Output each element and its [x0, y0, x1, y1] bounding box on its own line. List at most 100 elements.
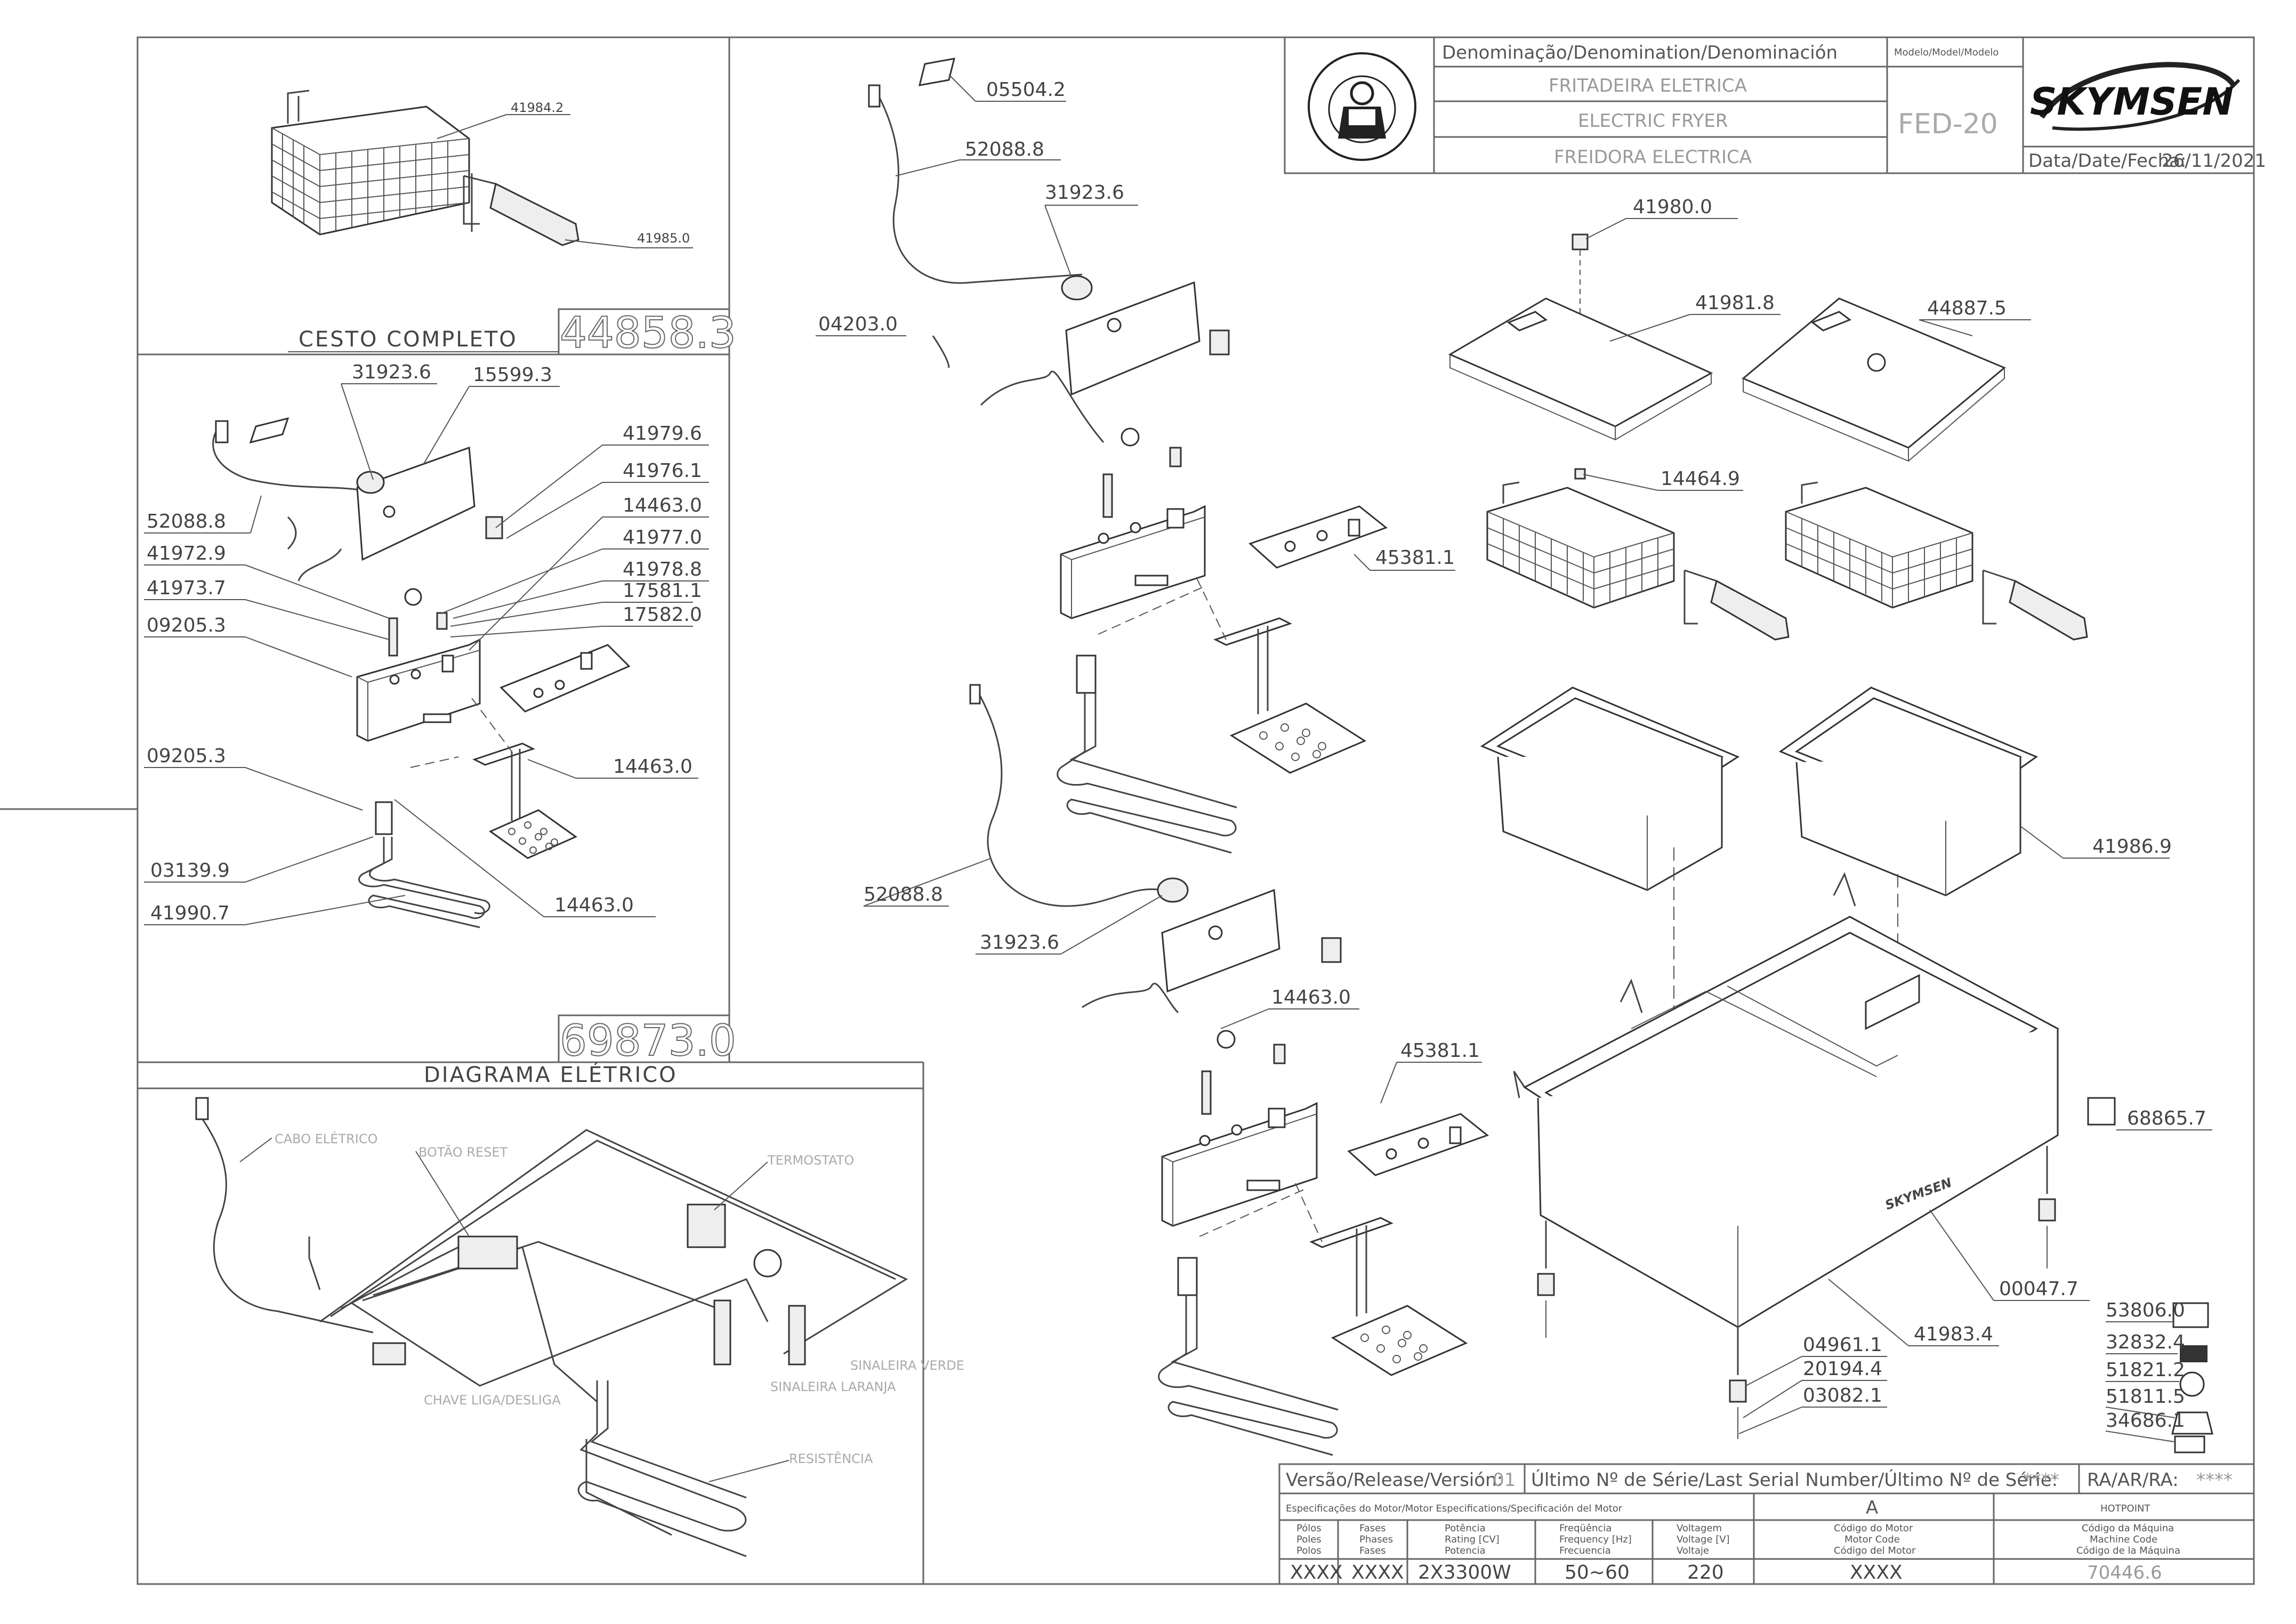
basket-left — [1486, 481, 1675, 609]
wiring-reset-icon — [457, 1235, 518, 1270]
basket-code: 44858.3 — [560, 308, 736, 358]
motor-letter: A — [1866, 1497, 1878, 1518]
diagram-title: DIAGRAMA ELÉTRICO — [424, 1062, 678, 1087]
label-45381-1-b: 45381.1 — [1400, 1040, 1480, 1062]
right-labels: 41980.0 41981.8 44887.5 14464.9 41986.9 … — [1583, 196, 2212, 1442]
svg-text:Frequency [Hz]: Frequency [Hz] — [1559, 1534, 1632, 1545]
wiring-label-green: SINALEIRA VERDE — [850, 1358, 964, 1373]
wiring-label-cable: CABO ELÉTRICO — [275, 1131, 378, 1146]
control-box-lower — [1161, 1102, 1318, 1227]
svg-text:Freqüência: Freqüência — [1559, 1523, 1612, 1534]
leader — [437, 114, 507, 139]
reset-button-icon — [1061, 275, 1093, 301]
basket-panel: 41984.2 41985.0 CESTO COMPLETO 44858.3 — [271, 90, 737, 358]
label-41976-1: 41976.1 — [623, 460, 702, 482]
svg-text:220: 220 — [1687, 1562, 1724, 1583]
date-label: Data/Date/Fecha: — [2028, 150, 2187, 172]
denomination-header: Denominação/Denomination/Denominación — [1442, 42, 1838, 63]
tag-icon — [918, 58, 956, 86]
wiring-label-element: RESISTÊNCIA — [789, 1451, 873, 1466]
svg-text:Poles: Poles — [1296, 1534, 1322, 1545]
svg-text:Potencia: Potencia — [1445, 1545, 1486, 1556]
spec-headers: Pólos Poles Polos Fases Phases Fases Pot… — [1296, 1523, 2180, 1556]
sticker-icon — [2171, 1411, 2213, 1435]
signal-lamp — [1169, 447, 1182, 467]
heating-element-left — [358, 801, 490, 928]
basket-section-title: CESTO COMPLETO — [299, 327, 518, 352]
control-panel-left — [212, 417, 631, 928]
wire-basket — [271, 90, 470, 236]
svg-text:2X3300W: 2X3300W — [1418, 1562, 1511, 1583]
label-53806-0: 53806.0 — [2106, 1299, 2185, 1321]
switch-icon — [1321, 937, 1342, 963]
handle-left — [1683, 569, 1790, 641]
label-41984-2: 41984.2 — [511, 100, 563, 115]
wiring-label-orange: SINALEIRA LARANJA — [770, 1379, 896, 1394]
svg-text:Rating [CV]: Rating [CV] — [1445, 1534, 1500, 1545]
svg-text:Motor Code: Motor Code — [1844, 1534, 1900, 1545]
label-14463-0-c: 14463.0 — [554, 894, 634, 916]
element-grid — [488, 809, 578, 859]
warning-sticker-icon — [2179, 1371, 2205, 1397]
svg-text:Machine Code: Machine Code — [2090, 1534, 2157, 1545]
name-es: FREIDORA ELECTRICA — [1554, 147, 1752, 168]
svg-text:Fases: Fases — [1359, 1545, 1386, 1556]
label-00047-7: 00047.7 — [1999, 1278, 2079, 1300]
name-pt: FRITADEIRA ELETRICA — [1549, 75, 1747, 96]
seal-logo — [1308, 52, 1416, 161]
element-grid — [1229, 702, 1367, 774]
handle-right — [1982, 569, 2088, 641]
wiring-lamp-green-icon — [788, 1305, 806, 1366]
wiring-harness — [319, 1129, 908, 1536]
label-17582-0: 17582.0 — [623, 604, 702, 626]
label-09205-3-a: 09205.3 — [147, 615, 226, 636]
right-assembly: SKYMSEN — [1448, 233, 2213, 1453]
oil-tank-right — [1778, 686, 2039, 896]
assembly-dashes — [410, 698, 512, 768]
label-15599-3: 15599.3 — [473, 364, 552, 386]
model-value: FED-20 — [1898, 108, 1998, 140]
spec-block: Versão/Release/Versión: 01 Último Nº de … — [1278, 1463, 2255, 1585]
label-41979-6: 41979.6 — [623, 423, 702, 445]
label-41980-0: 41980.0 — [1633, 196, 1712, 218]
brand-text: SKYMSEN — [2030, 80, 2234, 124]
wiring-lamp-orange-icon — [713, 1299, 731, 1366]
label-09205-3-b: 09205.3 — [147, 745, 226, 767]
ra-label: RA/AR/RA: — [2087, 1469, 2179, 1491]
lid-left — [1448, 297, 1713, 441]
motor-spec-label: Especificações do Motor/Motor Especifica… — [1286, 1503, 1623, 1514]
signal-lamp — [1273, 1044, 1286, 1064]
knob-guard — [1213, 617, 1292, 646]
label-51811-5: 51811.5 — [2106, 1386, 2185, 1408]
lid-right — [1742, 297, 2006, 462]
svg-text:Potência: Potência — [1445, 1523, 1486, 1534]
svg-text:Código del Motor: Código del Motor — [1834, 1545, 1916, 1556]
svg-text:Voltagem: Voltagem — [1677, 1523, 1722, 1534]
svg-text:50~60: 50~60 — [1565, 1562, 1630, 1583]
knob-guard — [1309, 1217, 1393, 1248]
wiring-plug-icon — [195, 1097, 209, 1120]
screw-icon — [1574, 468, 1586, 480]
label-14463-0-b: 14463.0 — [613, 756, 692, 778]
reset-button-icon — [356, 471, 385, 494]
control-code: 69873.0 — [560, 1016, 736, 1065]
reset-button-icon — [1157, 877, 1189, 903]
serial-value: **** — [2023, 1469, 2059, 1491]
cabinet-feet — [1537, 1146, 2056, 1439]
label-44887-5: 44887.5 — [1927, 297, 2007, 319]
label-41986-9: 41986.9 — [2092, 836, 2172, 858]
hotpoint: HOTPOINT — [2100, 1503, 2150, 1514]
heating-element-lower — [1158, 1257, 1339, 1456]
label-41978-8: 41978.8 — [623, 559, 702, 580]
knob-guard — [472, 742, 535, 766]
label-41973-7: 41973.7 — [147, 577, 226, 599]
svg-text:Pólos: Pólos — [1296, 1523, 1322, 1534]
oil-tank-left — [1480, 686, 1740, 891]
thermostat-bulb — [1102, 473, 1113, 518]
sticker-icon — [2172, 1302, 2209, 1328]
brand-logo: SKYMSEN — [2030, 62, 2241, 131]
wiring-knob-icon — [753, 1249, 782, 1278]
wiring-heating-element — [577, 1380, 747, 1557]
fryer-cabinet: SKYMSEN — [1513, 872, 2060, 1328]
